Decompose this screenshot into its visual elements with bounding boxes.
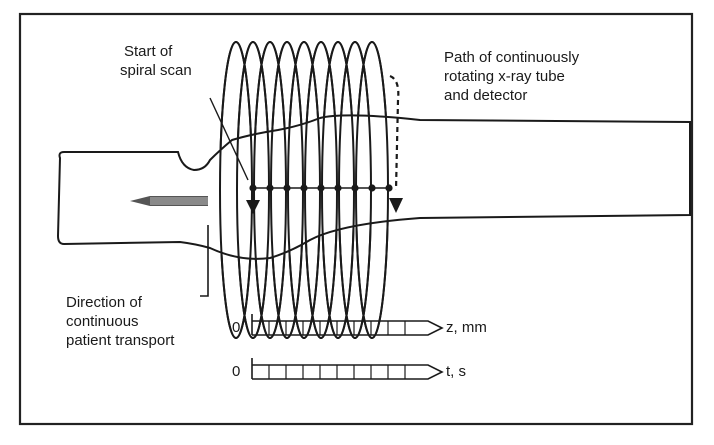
transport-probe-icon [130,196,208,206]
rotation-path-arrow [389,74,403,213]
start-label-line2: spiral scan [120,62,192,79]
t-axis-label: t, s [446,363,466,380]
z-axis [251,314,444,336]
spiral-sample-points [249,184,393,192]
t-axis [251,358,444,380]
transport-label-line2: continuous [66,313,139,330]
path-label-line3: and detector [444,87,527,104]
axis-outline [252,364,444,380]
z-axis-label: z, mm [446,319,487,336]
spiral-loop-back [236,41,254,339]
path-label-line1: Path of continuously [444,49,580,66]
diagram-frame [18,12,694,426]
start-leader-line [209,97,249,181]
z-axis-origin: 0 [232,319,240,336]
start-label-line1: Start of [124,43,173,60]
path-label-line2: rotating x-ray tube [444,68,565,85]
start-arrow [246,190,260,214]
transport-leader-line [200,225,209,297]
transport-label-line3: patient transport [66,332,175,349]
transport-label-line1: Direction of [66,294,143,311]
axis-outline [252,320,444,336]
spiral-loop-back [219,41,237,339]
t-axis-origin: 0 [232,363,240,380]
